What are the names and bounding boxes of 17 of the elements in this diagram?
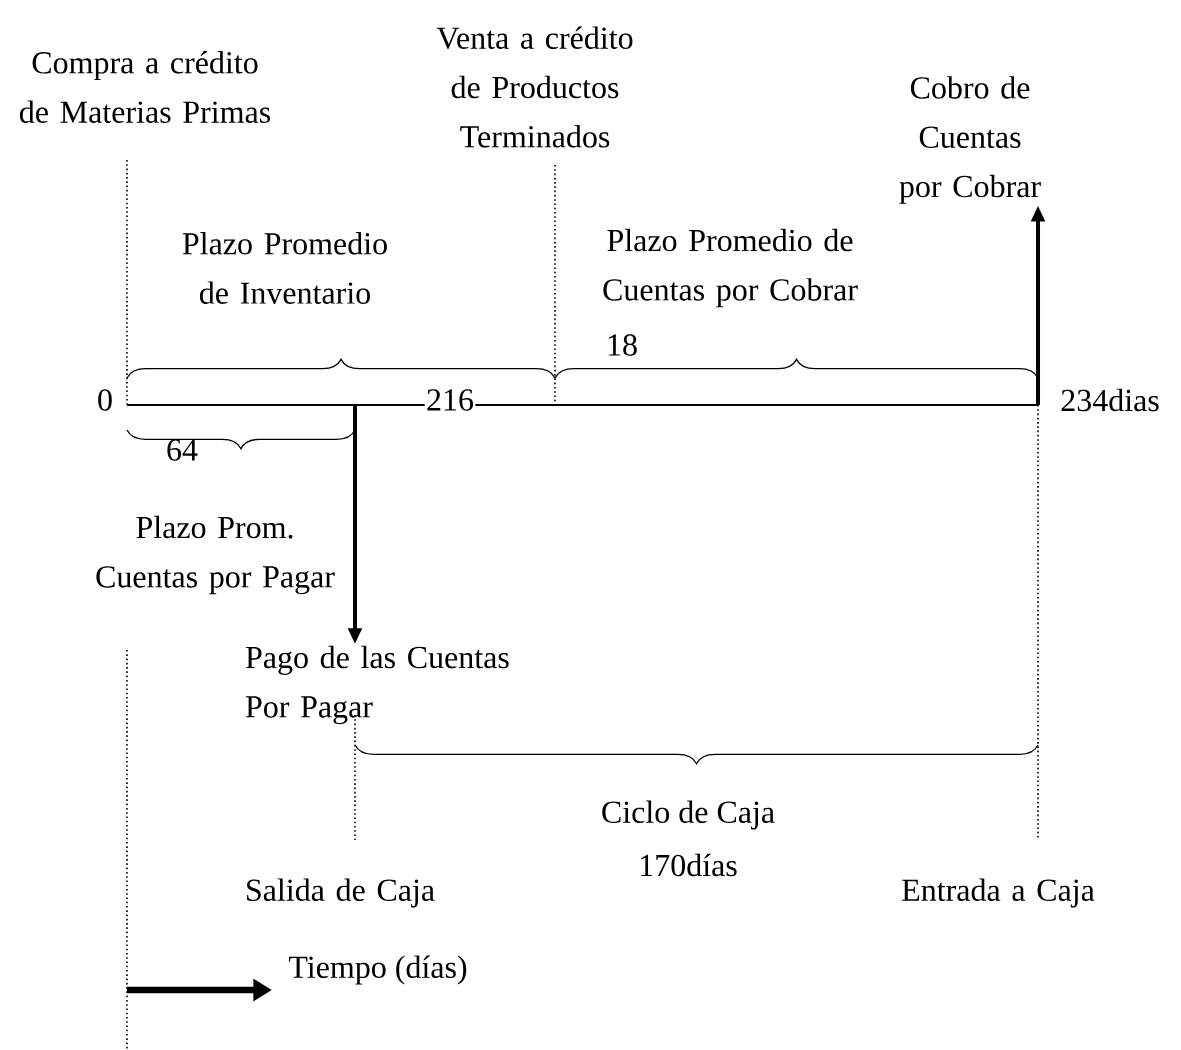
event-label: Cobro de Cuentas por Cobrar xyxy=(899,76,1041,204)
event-label: Pago de las Cuentas Por Pagar xyxy=(245,645,509,725)
day-number: 64 xyxy=(167,439,198,461)
event-label: Entrada a Caja xyxy=(902,878,1095,908)
period-label: Ciclo de Caja xyxy=(602,800,775,830)
day-number: 0 xyxy=(98,389,112,411)
day-number: 216 xyxy=(424,387,476,413)
period-label: Plazo Promedio de Inventario xyxy=(182,232,387,304)
day-number: 234dias xyxy=(1061,388,1159,412)
event-label: Compra a crédito de Materias Primas xyxy=(19,51,271,123)
event-label: Venta a crédito de Productos Terminados xyxy=(436,26,633,148)
day-number: 18 xyxy=(608,334,637,356)
period-label: Plazo Promedio de Cuentas por Cobrar xyxy=(603,228,858,308)
period-label: Plazo Prom. Cuentas por Pagar xyxy=(96,515,335,595)
axis-label: Tiempo (días) xyxy=(288,955,467,985)
event-label: Salida de Caja xyxy=(247,878,435,908)
day-number: 170días xyxy=(641,853,737,877)
